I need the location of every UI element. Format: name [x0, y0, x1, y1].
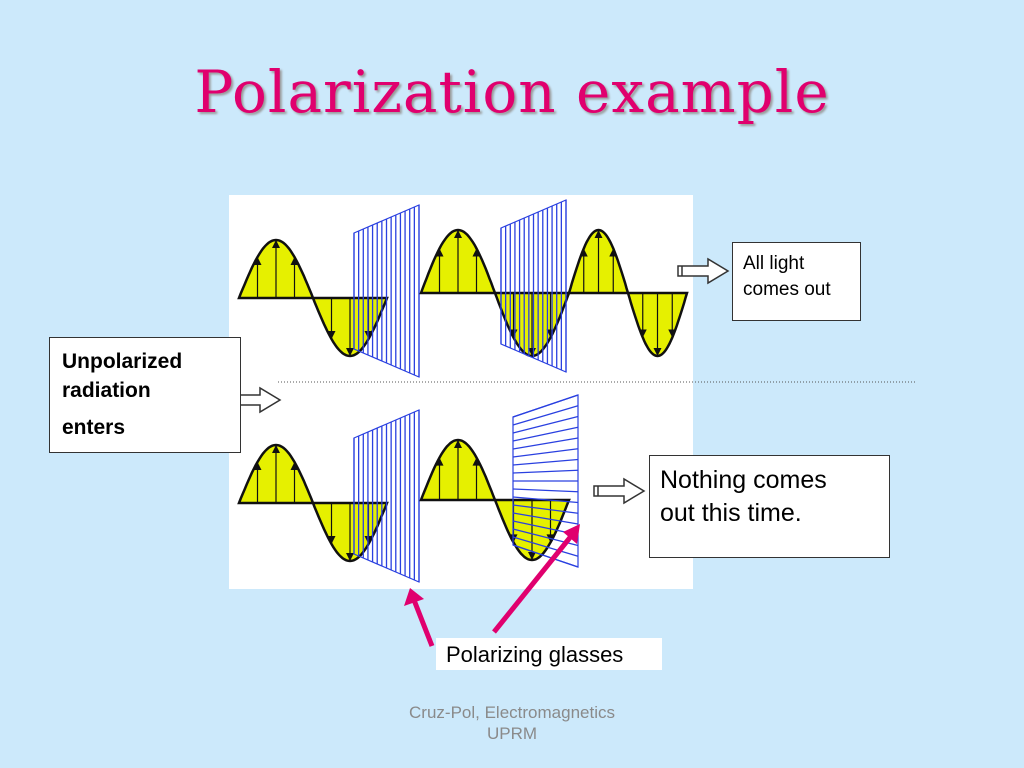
field-vector-head: [609, 248, 618, 257]
diagram-drawing: [237, 199, 689, 583]
polarizer-line: [512, 415, 579, 434]
all-light-label-box: All light comes out: [732, 242, 861, 321]
all-light-line-2: comes out: [743, 279, 831, 300]
field-vector-head: [472, 248, 481, 257]
field-vector-head: [435, 248, 444, 257]
field-vector-head: [454, 230, 462, 238]
unpolarized-label-box: Unpolarized radiation enters: [49, 337, 241, 453]
polarizer-line: [512, 426, 579, 442]
polarizer-line: [512, 469, 579, 474]
field-vector-head: [327, 331, 336, 340]
polarizer-line: [512, 458, 579, 466]
footer-credit: Cruz-Pol, Electromagnetics UPRM: [362, 702, 662, 744]
field-vector-head: [253, 256, 262, 265]
pointer-arrow-icon: [404, 588, 435, 647]
unpolarized-line-3: enters: [62, 416, 126, 439]
polarizer-line: [512, 512, 579, 525]
field-vector-head: [579, 248, 588, 257]
field-vector-head: [472, 457, 481, 466]
unpolarized-line-2: radiation: [62, 379, 151, 402]
polarizer-line: [512, 437, 579, 450]
field-vector-head: [346, 348, 354, 356]
polarizer-line: [512, 394, 579, 418]
all-light-line-1: All light: [743, 253, 805, 274]
nothing-line-1: Nothing comes: [660, 466, 827, 494]
field-vector-head: [653, 348, 662, 356]
footer-line-1: Cruz-Pol, Electromagnetics: [409, 703, 615, 722]
top-row-parallel-polarizers: [237, 199, 689, 378]
field-vector-head: [668, 329, 677, 338]
polarizer-line: [512, 405, 579, 426]
nothing-line-2: out this time.: [660, 499, 802, 527]
field-vector-head: [290, 461, 299, 470]
bottom-row-crossed-polarizers: [237, 394, 579, 583]
field-vector-head: [253, 461, 262, 470]
polarizer-line: [512, 448, 579, 458]
polarizer-line: [512, 504, 579, 514]
polarization-diagram: [229, 195, 693, 589]
field-vector-head: [435, 457, 444, 466]
polarizer-line: [512, 488, 579, 493]
field-vector-head: [290, 256, 299, 265]
field-vector-head: [272, 445, 280, 453]
polarizing-glasses-label: Polarizing glasses: [436, 638, 662, 670]
field-vector-head: [327, 536, 336, 545]
field-vector-head: [638, 329, 647, 338]
field-vector-head: [346, 553, 354, 561]
field-vector-head: [454, 440, 462, 448]
nothing-comes-out-label-box: Nothing comes out this time.: [649, 455, 890, 558]
unpolarized-line-1: Unpolarized: [62, 350, 183, 373]
polarizer-line: [512, 496, 579, 504]
slide-title: Polarization example: [194, 58, 830, 126]
field-vector-head: [594, 230, 603, 238]
field-vector-head: [272, 240, 280, 248]
footer-line-2: UPRM: [486, 724, 538, 743]
